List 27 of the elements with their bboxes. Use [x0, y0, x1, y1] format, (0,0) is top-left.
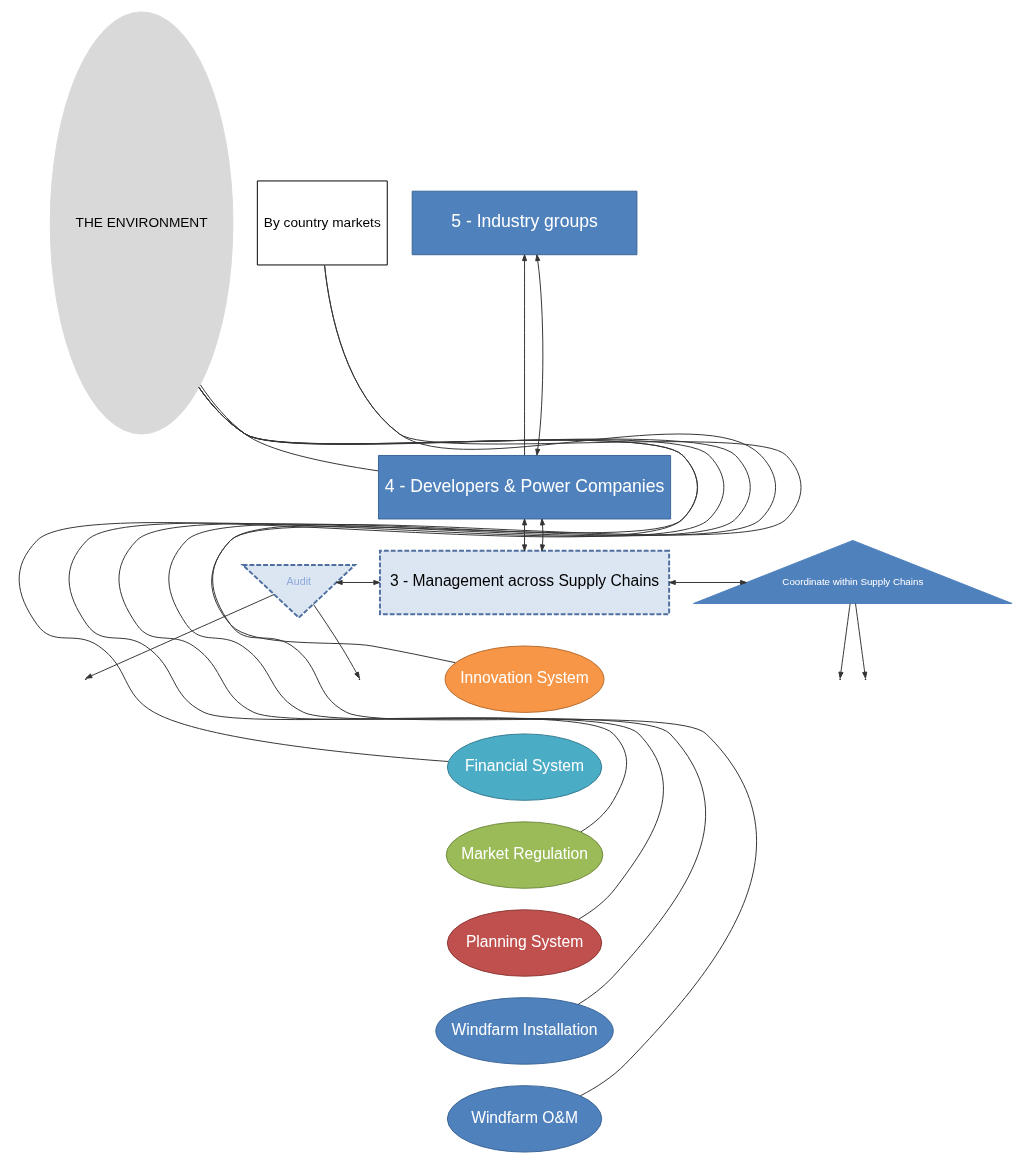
node-box: 3 - Management across Supply Chains [378, 549, 670, 616]
arrow [85, 594, 274, 679]
connector [211, 264, 801, 1097]
node-ellipse: Financial System [446, 733, 602, 801]
node-ellipse: Windfarm Installation [434, 997, 614, 1065]
connector [118, 387, 751, 920]
arrow [521, 518, 527, 552]
arrow [521, 254, 527, 456]
node-ellipse: Market Regulation [445, 821, 603, 889]
arrow [668, 579, 747, 586]
node-box: 4 - Developers & Power Companies [377, 455, 671, 520]
arrow [539, 518, 545, 552]
connector [197, 386, 698, 664]
node-ellipse: Innovation System [444, 645, 604, 713]
node-box: By country markets [256, 180, 388, 266]
arrow [534, 254, 543, 456]
node-ellipse: Planning System [446, 909, 602, 977]
arrow [335, 579, 380, 586]
node-ellipse: THE ENVIRONMENT [49, 11, 233, 435]
connector [199, 384, 379, 472]
connector [68, 386, 724, 833]
connector [18, 386, 698, 762]
node-box: 5 - Industry groups [411, 190, 637, 256]
arrow [312, 603, 360, 679]
arrow [837, 603, 851, 679]
connector [167, 264, 776, 1005]
node-ellipse: Windfarm O&M [446, 1085, 602, 1153]
